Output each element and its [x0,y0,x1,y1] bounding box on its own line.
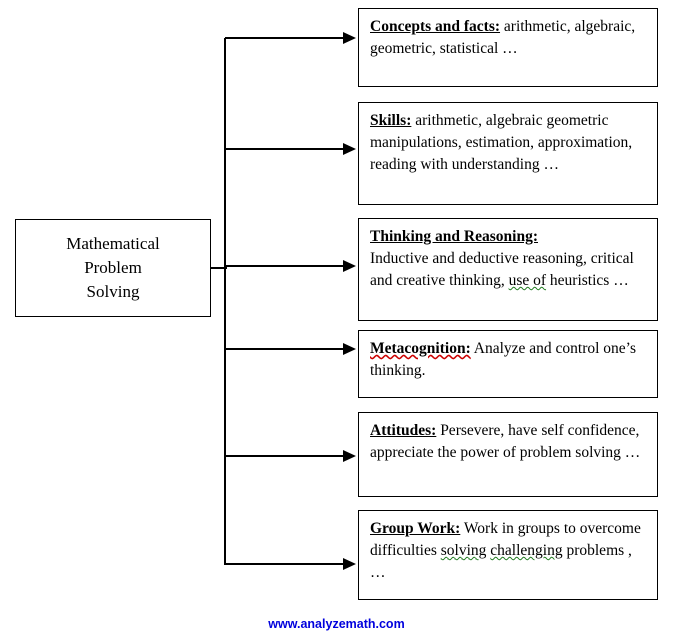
node-title-group-work: Group Work: [370,520,461,537]
node-body-concepts-and-facts: arithmetic, algebraic, geometric, statis… [370,18,636,57]
node-box-metacognition: Metacognition: Analyze and control one’s… [358,330,658,398]
connector-branch-5 [225,455,343,457]
node-box-attitudes: Attitudes: Persevere, have self confiden… [358,412,658,497]
root-node-line-3: Solving [86,282,140,301]
spellcheck-green-solving: solving [440,542,487,559]
root-node-mathematical-problem-solving: Mathematical Problem Solving [15,219,211,317]
node-text-thinking-and-reasoning: Thinking and Reasoning: Inductive and ded… [370,226,648,292]
spellcheck-green-use-of: use of [508,272,547,289]
connector-branch-3 [225,265,343,267]
node-body-skills: arithmetic, algebraic geometric manipula… [370,112,633,173]
node-box-skills: Skills: arithmetic, algebraic geometric … [358,102,658,205]
arrow-head-5 [343,450,356,462]
arrow-head-2 [343,143,356,155]
node-text-group-work: Group Work: Work in groups to overcome d… [370,518,648,584]
arrow-head-4 [343,343,356,355]
node-body-attitudes: Persevere, have self confidence, appreci… [370,422,641,461]
root-node-line-2: Problem [84,258,142,277]
node-text-attitudes: Attitudes: Persevere, have self confiden… [370,420,648,464]
node-title-thinking-and-reasoning: Thinking and Reasoning: [370,228,538,245]
node-title-skills: Skills: [370,112,412,129]
arrow-head-6 [343,558,356,570]
arrow-head-1 [343,32,356,44]
node-box-group-work: Group Work: Work in groups to overcome d… [358,510,658,600]
footer-website-url[interactable]: www.analyzemath.com [268,617,405,631]
node-title-attitudes: Attitudes: [370,422,437,439]
node-text-skills: Skills: arithmetic, algebraic geometric … [370,110,648,176]
root-node-line-1: Mathematical [66,234,160,253]
node-title-metacognition: Metacognition: [370,340,471,357]
node-body-metacognition: Analyze and control one’s thinking. [370,340,637,379]
connector-trunk [224,38,226,565]
connector-branch-1 [225,37,343,39]
arrow-head-3 [343,260,356,272]
node-body-group-work-part1: Work in groups to overcome difficulties [370,520,641,559]
node-box-thinking-and-reasoning: Thinking and Reasoning: Inductive and ded… [358,218,658,321]
node-body-thinking-part2: heuristics … [546,272,629,289]
connector-branch-6 [225,563,343,565]
node-box-concepts-and-facts: Concepts and facts: arithmetic, algebrai… [358,8,658,87]
node-text-metacognition: Metacognition: Analyze and control one’s… [370,338,648,382]
node-text-concepts-and-facts: Concepts and facts: arithmetic, algebrai… [370,16,648,60]
spellcheck-green-challenging: challenging [490,542,563,559]
connector-root-stub [211,267,227,269]
node-title-concepts-and-facts: Concepts and facts: [370,18,501,35]
connector-branch-2 [225,148,343,150]
node-body-group-work-part2: problems , … [370,542,632,581]
connector-branch-4 [225,348,343,350]
node-body-thinking-part1: Inductive and deductive reasoning, criti… [370,250,634,289]
